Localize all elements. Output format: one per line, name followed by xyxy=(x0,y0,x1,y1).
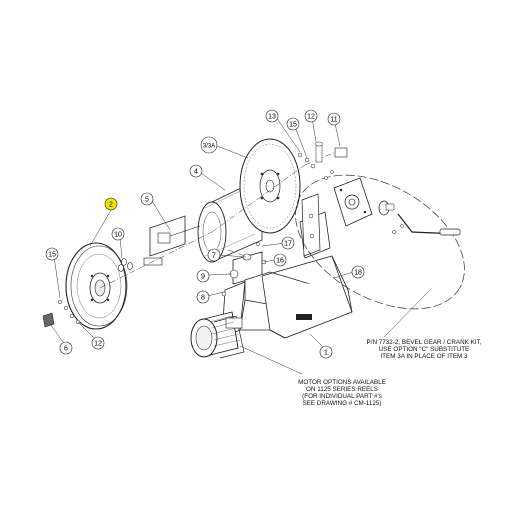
callout-17: 17 xyxy=(281,236,295,250)
callout-15-top: 15 xyxy=(286,117,300,131)
callout-9: 9 xyxy=(196,269,210,283)
bearing-bracket xyxy=(149,215,201,257)
svg-text:11: 11 xyxy=(330,117,337,124)
callout-1: 1 xyxy=(319,345,333,359)
callout-18: 18 xyxy=(351,265,365,279)
svg-text:17: 17 xyxy=(284,241,292,248)
callout-3-3a: 3/3A xyxy=(200,136,218,154)
drum-flange-disc xyxy=(239,138,301,234)
callout-12-left: 12 xyxy=(91,336,105,350)
svg-text:USE OPTION "C" SUBSTITUTE: USE OPTION "C" SUBSTITUTE xyxy=(379,346,470,353)
svg-text:15: 15 xyxy=(289,122,297,129)
svg-text:P/N 7732-2, BEVEL GEAR / CRANK: P/N 7732-2, BEVEL GEAR / CRANK KIT, xyxy=(367,339,482,346)
svg-text:1: 1 xyxy=(324,350,328,357)
svg-text:5: 5 xyxy=(145,197,149,204)
top-hardware xyxy=(297,141,348,169)
svg-text:ON 1125 SERIES REELS: ON 1125 SERIES REELS xyxy=(306,386,378,393)
svg-text:9: 9 xyxy=(201,274,205,281)
svg-text:6: 6 xyxy=(64,346,68,353)
callout-15-left: 15 xyxy=(45,247,59,261)
gear-crank-kit xyxy=(295,170,465,310)
callout-13: 13 xyxy=(265,109,279,123)
callout-10: 10 xyxy=(111,227,125,241)
callout-7: 7 xyxy=(207,248,221,262)
svg-text:12: 12 xyxy=(307,114,315,121)
svg-text:MOTOR OPTIONS AVAILABLE: MOTOR OPTIONS AVAILABLE xyxy=(298,379,386,386)
svg-text:(FOR INDIVIDUAL PART #'s: (FOR INDIVIDUAL PART #'s xyxy=(302,393,382,400)
svg-text:10: 10 xyxy=(114,232,122,239)
shaft-parts xyxy=(118,257,163,272)
svg-text:16: 16 xyxy=(276,258,284,265)
svg-text:4: 4 xyxy=(194,169,198,176)
callout-5: 5 xyxy=(140,192,154,206)
svg-text:13: 13 xyxy=(268,114,276,121)
callout-4: 4 xyxy=(189,164,203,178)
svg-text:3/3A: 3/3A xyxy=(203,144,215,150)
callout-2: 2 xyxy=(104,197,118,211)
motor-options-note: MOTOR OPTIONS AVAILABLE ON 1125 SERIES R… xyxy=(298,379,386,407)
side-support xyxy=(301,193,321,257)
gear-kit-note: P/N 7732-2, BEVEL GEAR / CRANK KIT, USE … xyxy=(367,339,482,360)
callout-11: 11 xyxy=(327,112,341,126)
svg-text:15: 15 xyxy=(48,252,56,259)
motor-assembly xyxy=(190,311,245,359)
callout-16: 16 xyxy=(273,253,287,267)
svg-text:2: 2 xyxy=(109,202,113,209)
callout-12-top: 12 xyxy=(304,109,318,123)
svg-text:SEE DRAWING # CM-1125): SEE DRAWING # CM-1125) xyxy=(302,400,381,407)
left-hardware xyxy=(42,299,81,328)
svg-text:8: 8 xyxy=(201,295,205,302)
middle-hardware xyxy=(221,242,267,297)
side-flange-disc xyxy=(65,242,128,330)
svg-text:7: 7 xyxy=(212,253,216,260)
svg-text:ITEM 3A IN PLACE OF ITEM 3: ITEM 3A IN PLACE OF ITEM 3 xyxy=(380,353,468,360)
svg-text:18: 18 xyxy=(354,270,362,277)
callout-6: 6 xyxy=(59,341,73,355)
callout-8: 8 xyxy=(196,290,210,304)
svg-text:12: 12 xyxy=(94,341,102,348)
